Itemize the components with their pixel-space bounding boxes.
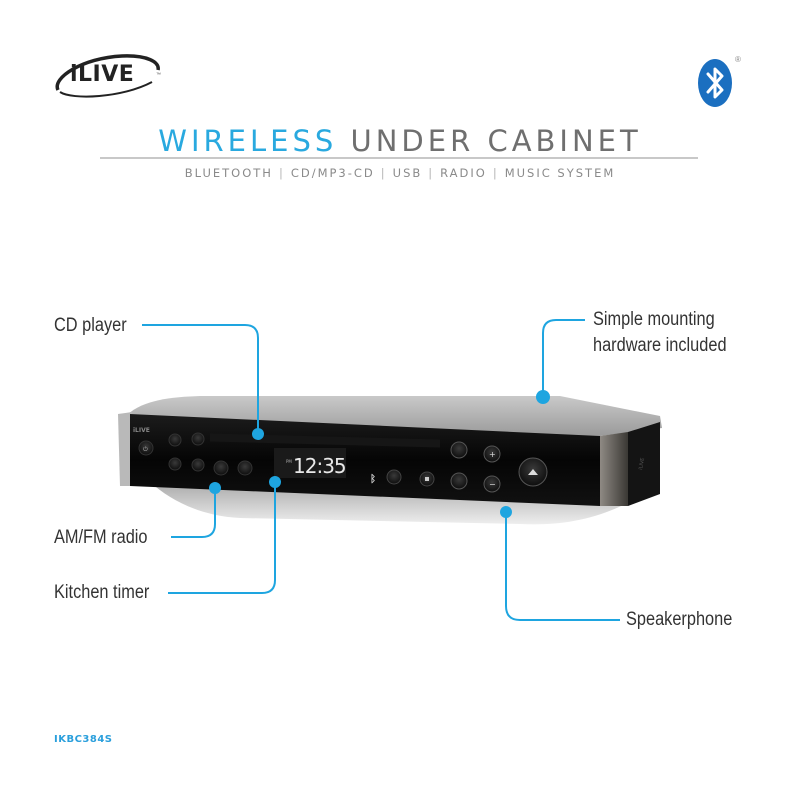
- svg-text:PM: PM: [286, 459, 292, 464]
- feature-label-speakerphone: Speakerphone: [626, 609, 733, 630]
- feature-label-mounting-line1: Simple mounting: [593, 309, 715, 330]
- device-button: [168, 433, 182, 447]
- svg-text:−: −: [489, 480, 496, 489]
- power-button: [138, 440, 154, 456]
- logo-text: iLIVE: [70, 62, 135, 87]
- title-accent: WIRELESS: [158, 124, 338, 158]
- device-button: [168, 457, 182, 471]
- clock-display: [274, 448, 346, 478]
- subtitle-radio: RADIO: [440, 166, 487, 180]
- device-button: [213, 460, 229, 476]
- feature-label-cd-player: CD player: [54, 315, 127, 336]
- svg-text:iLIVE: iLIVE: [638, 457, 646, 470]
- subtitle-separator: |: [492, 166, 499, 180]
- svg-text:+: +: [489, 450, 496, 459]
- logo-trademark: ™: [156, 72, 161, 78]
- bluetooth-icon: [697, 58, 733, 108]
- subtitle-separator: |: [278, 166, 285, 180]
- logo-swoosh-icon: [55, 54, 160, 98]
- device-button: [386, 469, 402, 485]
- cd-slot: [210, 433, 440, 448]
- subtitle-usb: USB: [392, 166, 423, 180]
- volume-down-button: [483, 475, 501, 493]
- subtitle-bluetooth: BLUETOOTH: [184, 166, 273, 180]
- device-button: [191, 432, 205, 446]
- model-number: IKBC384S: [54, 734, 113, 745]
- volume-up-button: [483, 445, 501, 463]
- callout-dot: [500, 506, 512, 518]
- subtitle-music: MUSIC SYSTEM: [504, 166, 616, 180]
- callout-dot: [209, 482, 221, 494]
- feature-subtitle: BLUETOOTH | CD/MP3-CD | USB | RADIO | MUSIC SYST…: [0, 166, 800, 180]
- feature-label-mounting-line2: hardware included: [593, 335, 727, 356]
- svg-text:iLIVE: iLIVE: [133, 427, 150, 434]
- title-rest: UNDER CABINET: [350, 124, 642, 158]
- svg-text:ᛒ: ᛒ: [370, 473, 376, 485]
- subtitle-separator: |: [380, 166, 387, 180]
- ilive-logo: iLIVE ™: [52, 50, 164, 102]
- callout-dot: [269, 476, 281, 488]
- device-button: [450, 472, 468, 490]
- title-divider: [100, 157, 698, 159]
- registered-mark: ®: [735, 55, 741, 64]
- subtitle-separator: |: [428, 166, 435, 180]
- callout-dot: [536, 390, 550, 404]
- svg-text:12:35: 12:35: [293, 454, 346, 478]
- device-button: [237, 460, 253, 476]
- subtitle-cd: CD/MP3-CD: [290, 166, 375, 180]
- device-button: [450, 441, 468, 459]
- callout-dot: [252, 428, 264, 440]
- feature-label-radio: AM/FM radio: [54, 527, 148, 548]
- svg-text:⏻: ⏻: [143, 446, 148, 453]
- page-title: WIRELESS UNDER CABINET: [0, 124, 800, 158]
- device-button: [191, 458, 205, 472]
- feature-label-timer: Kitchen timer: [54, 582, 150, 603]
